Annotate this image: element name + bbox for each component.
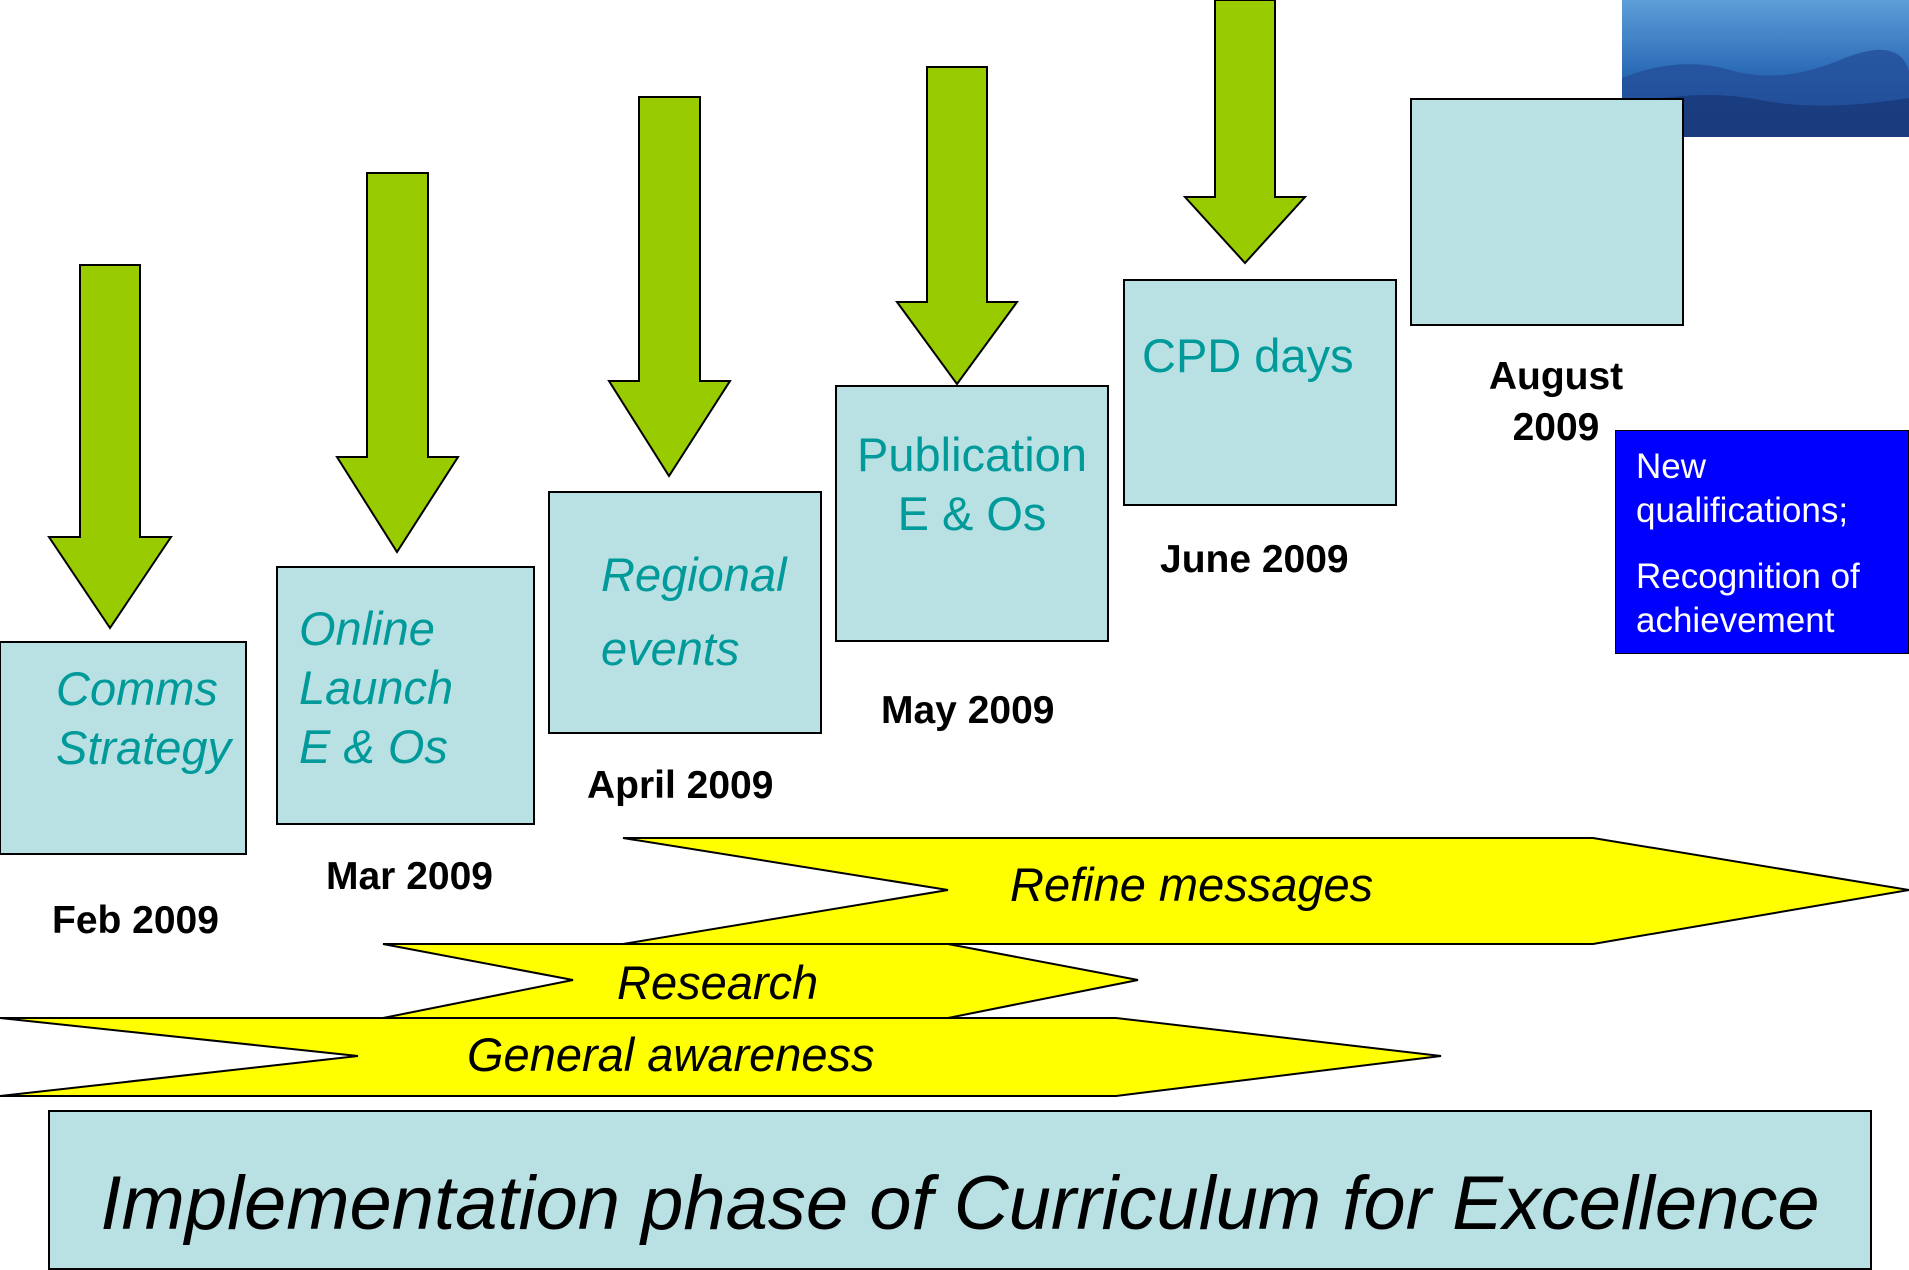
banner-text: Implementation phase of Curriculum for E… [100, 1161, 1820, 1246]
down-arrow-icon [607, 96, 732, 478]
down-arrow-icon [335, 172, 460, 554]
box-may [835, 385, 1109, 642]
qualifications-callout: New qualifications; Recognition of achie… [1615, 430, 1909, 654]
box-text-mar: Online Launch E & Os [299, 600, 453, 776]
callout-line: Recognition of [1636, 557, 1860, 596]
box-line: E & Os [897, 486, 1047, 540]
box-line: Online [299, 602, 435, 655]
date-label-apr: April 2009 [587, 764, 774, 807]
box-mar [276, 566, 535, 825]
box-jun [1123, 279, 1397, 506]
date-label-may: May 2009 [881, 689, 1055, 732]
callout-line: qualifications; [1636, 491, 1849, 530]
box-text-apr: Regional events [601, 538, 787, 687]
date-label-aug: August 2009 [1475, 352, 1637, 453]
band-label-general: General awareness [467, 1028, 875, 1081]
box-line: Publication [857, 428, 1087, 481]
down-arrow-icon [895, 66, 1019, 386]
band-label-research: Research [617, 956, 819, 1009]
box-text-feb: Comms Strategy [56, 660, 231, 778]
box-line: CPD days [1142, 329, 1354, 382]
band-general [0, 1017, 1442, 1097]
box-line: Regional [601, 548, 787, 601]
box-line: events [601, 622, 740, 676]
date-label-mar: Mar 2009 [326, 855, 493, 898]
box-text-jun: CPD days [1142, 327, 1354, 386]
box-apr [548, 491, 822, 734]
timeline-diagram [0, 0, 1909, 1097]
box-line: Strategy [56, 720, 232, 774]
down-arrow-icon [47, 264, 173, 630]
down-arrow-icon [1182, 0, 1308, 265]
box-aug [1410, 98, 1684, 326]
date-label-feb: Feb 2009 [52, 899, 219, 942]
band-label-refine: Refine messages [1010, 858, 1374, 911]
implementation-banner: Implementation phase of Curriculum for E… [48, 1110, 1872, 1270]
box-line: E & Os [299, 719, 448, 773]
box-text-may: Publication E & Os [836, 426, 1108, 544]
box-line: Launch [299, 660, 454, 714]
callout-line: New [1636, 447, 1707, 486]
date-label-jun: June 2009 [1160, 538, 1349, 581]
date-line: 2009 [1512, 405, 1600, 449]
date-line: August [1488, 355, 1624, 398]
band-refine [622, 837, 1909, 945]
box-line: Comms [56, 662, 218, 715]
box-feb [0, 641, 247, 855]
callout-line: achievement [1636, 601, 1835, 640]
